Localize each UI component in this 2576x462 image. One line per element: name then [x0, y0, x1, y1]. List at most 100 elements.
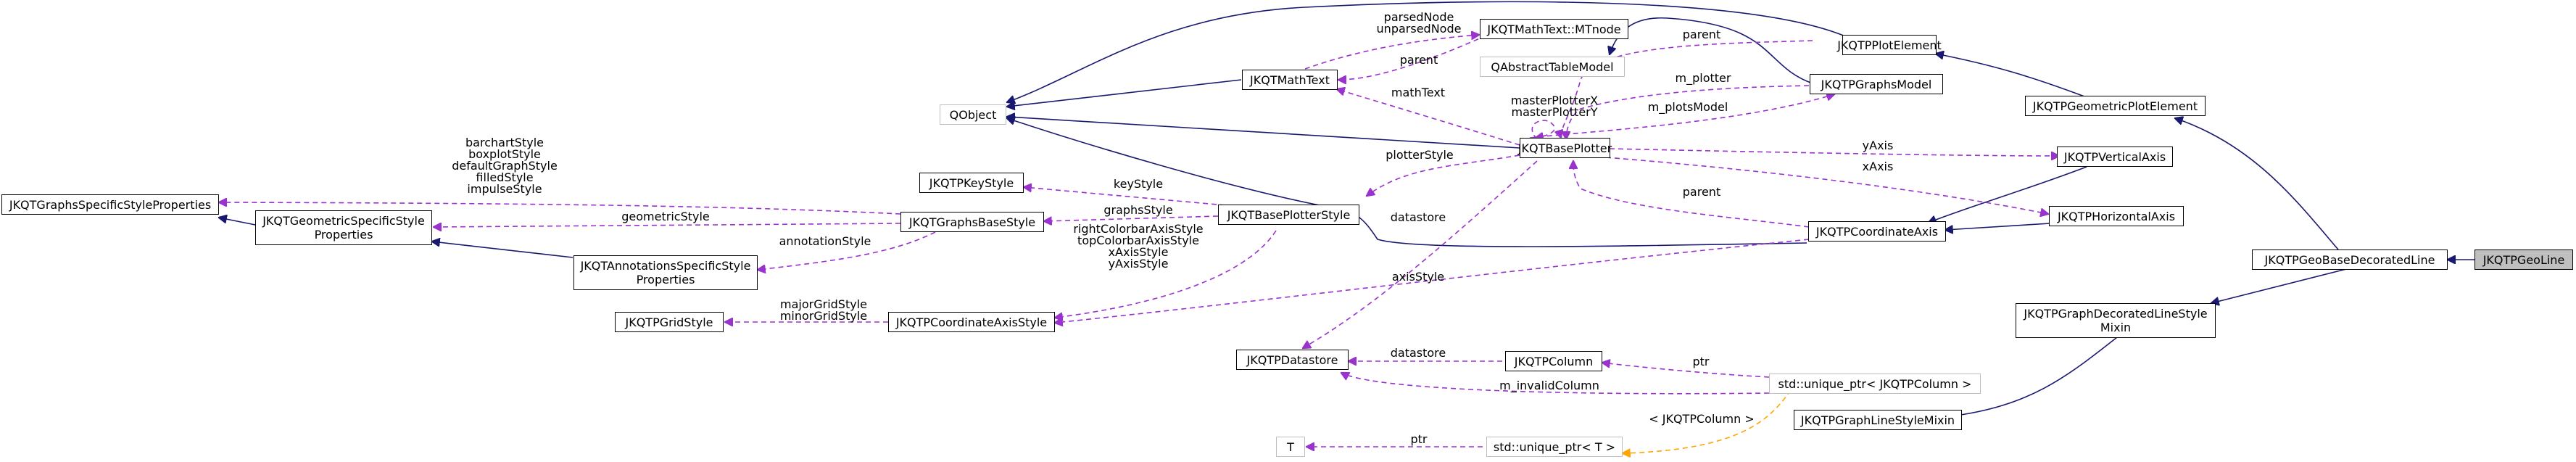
- edge-inherit-mathtext-qobject: [1007, 79, 1242, 107]
- edge-use-graphsbasestyle-geometricspecific: [434, 223, 901, 227]
- edge-use-baseplotterstyle-keystyle: [1024, 187, 1226, 206]
- edge-label-axisstyle: axisStyle: [1391, 270, 1445, 284]
- edge-inherit-geobasedecoratedline-geometricplotelement: [2175, 118, 2339, 250]
- node-datastore[interactable]: JKQTPDatastore: [1236, 350, 1349, 370]
- edge-inherit-geobasedecoratedline-graphdecoratedlinestylemixin: [2211, 268, 2350, 303]
- edge-label-keystyle: keyStyle: [1113, 177, 1164, 191]
- node-label: std::unique_ptr< T >: [1493, 440, 1616, 454]
- edge-inherit-graphdecoratedlinestylemixin-graphlinestylemixin: [1950, 337, 2118, 416]
- edge-use-uniqueptr-column: [1602, 363, 1770, 378]
- edge-template-uniqueptr: [1623, 389, 1792, 453]
- node-label: JKQTPPlotElement: [1837, 38, 1942, 52]
- node-label-line-2: Properties: [314, 228, 373, 242]
- edge-use-baseplotterstyle-graphsbasestyle: [1044, 215, 1219, 221]
- node-label: JKQTPVerticalAxis: [2063, 149, 2166, 164]
- node-label-line-1: JKQTGeometricSpecificStyle: [262, 214, 425, 228]
- node-mtnode[interactable]: JKQTMathText::MTnode: [1480, 19, 1628, 39]
- node-plotelement[interactable]: JKQTPPlotElement: [1837, 35, 1942, 55]
- edge-use-mtnode-mathtext: [1338, 35, 1487, 80]
- node-label: JKQTBasePlotterStyle: [1227, 207, 1351, 222]
- edge-use-baseplotterstyle-coordinateaxisstyle: [1055, 230, 1277, 318]
- node-label-line-1: JKQTPGraphDecoratedLineStyle: [2024, 307, 2208, 321]
- node-label: JKQTMathText::MTnode: [1487, 22, 1621, 36]
- edge-inherit-horizontalaxis-coordinateaxis: [1945, 223, 2051, 230]
- node-label: T: [1287, 440, 1294, 454]
- edge-label-datastore-column: datastore: [1390, 346, 1446, 360]
- node-label: JKQTPGraphsModel: [1821, 77, 1932, 91]
- node-coordinateaxis[interactable]: JKQTPCoordinateAxis: [1808, 221, 1946, 242]
- node-label: QAbstractTableModel: [1491, 59, 1614, 74]
- node-label: JKQTGraphsSpecificStyleProperties: [9, 197, 212, 212]
- node-label: JKQTPGraphLineStyleMixin: [1800, 413, 1955, 427]
- edge-label-xaxis: xAxis: [1862, 160, 1894, 173]
- node-geoline[interactable]: JKQTPGeoLine: [2474, 249, 2573, 270]
- node-jkqtmathtext[interactable]: JKQTMathText: [1242, 70, 1338, 90]
- edge-use-graphsbasestyle-graphsspecific: [219, 202, 901, 215]
- node-graphsmodel[interactable]: JKQTPGraphsModel: [1810, 74, 1943, 94]
- node-baseplotterstyle[interactable]: JKQTBasePlotterStyle: [1218, 205, 1359, 225]
- node-graphsspecificstyleproperties[interactable]: JKQTGraphsSpecificStyleProperties: [1, 194, 219, 215]
- edge-label-yaxis: yAxis: [1862, 139, 1894, 152]
- node-label: JKQTPColumn: [1514, 354, 1594, 368]
- node-t[interactable]: T: [1276, 437, 1305, 457]
- node-label: JKQTPKeyStyle: [929, 176, 1014, 190]
- edge-label-ptr-t: ptr: [1410, 432, 1428, 446]
- edge-use-baseplotter-horizontalaxis: [1605, 157, 2048, 214]
- edge-inherit-baseplotter-qobject: [1007, 117, 1520, 149]
- edge-label-parent-plotelement: parent: [1682, 28, 1721, 41]
- node-label: JKQTBasePlotter: [1517, 141, 1612, 155]
- edge-label-datastore-plotter: datastore: [1390, 210, 1446, 224]
- edge-inherit-annotationsspecific-geometricspecific: [432, 242, 573, 258]
- edge-use-mathtext-mtnode: [1304, 35, 1479, 70]
- node-label: JKQTPHorizontalAxis: [2057, 209, 2176, 223]
- edge-inherit-geometricspecific-graphsspecific: [219, 218, 256, 226]
- node-label: JKQTPGridStyle: [625, 315, 713, 329]
- node-column[interactable]: JKQTPColumn: [1505, 351, 1602, 371]
- node-graphlinestylemixin[interactable]: JKQTPGraphLineStyleMixin: [1794, 410, 1962, 430]
- node-label: JKQTPCoordinateAxis: [1815, 224, 1939, 239]
- node-label-line-2: Properties: [636, 273, 695, 286]
- edge-label-plotterstyle: plotterStyle: [1386, 148, 1454, 162]
- node-label: JKQTMathText: [1250, 73, 1330, 87]
- node-qabstracttablemodel[interactable]: QAbstractTableModel: [1480, 57, 1625, 77]
- node-label-line-1: JKQTAnnotationsSpecificStyle: [580, 259, 751, 273]
- edge-label-parent-coordinateaxis: parent: [1682, 185, 1721, 199]
- node-uniqueptr-t[interactable]: std::unique_ptr< T >: [1486, 437, 1623, 457]
- node-coordinateaxisstyle[interactable]: JKQTPCoordinateAxisStyle: [888, 312, 1055, 332]
- node-baseplotter[interactable]: JKQTBasePlotter: [1517, 138, 1612, 158]
- edge-label-mathtext: mathText: [1391, 86, 1446, 99]
- edge-label-geometricstyle: geometricStyle: [621, 210, 710, 223]
- node-label: JKQTPGeoLine: [2482, 252, 2565, 267]
- edge-label-graphsstyle: graphsStyle: [1103, 203, 1173, 217]
- node-uniqueptr-column[interactable]: std::unique_ptr< JKQTPColumn >: [1769, 374, 1981, 394]
- edge-inherit-coordinateaxis-qobject: [1007, 118, 1807, 247]
- node-keystyle[interactable]: JKQTPKeyStyle: [919, 173, 1024, 193]
- node-verticalaxis[interactable]: JKQTPVerticalAxis: [2057, 147, 2173, 167]
- edge-inherit-plotelement-qobject: [1007, 1, 1846, 102]
- edge-label-template-column: < JKQTPColumn >: [1649, 412, 1755, 426]
- edge-use-baseplotter-datastore: [1303, 160, 1538, 348]
- edge-use-baseplotter-self: [1531, 120, 1555, 139]
- edge-label-m-invalidcolumn: m_invalidColumn: [1499, 379, 1599, 392]
- node-qobject[interactable]: QObject: [940, 104, 1006, 125]
- node-graphsbasestyle[interactable]: JKQTGraphsBaseStyle: [900, 212, 1044, 232]
- edge-inherit-geometricplotelement-plotelement: [1936, 54, 2085, 97]
- edge-use-baseplotter-mathtext: [1337, 89, 1520, 146]
- node-gridstyle[interactable]: JKQTPGridStyle: [615, 312, 724, 332]
- edge-use-graphsbasestyle-annotationsspecific: [758, 231, 936, 270]
- edge-label-ptr-column: ptr: [1692, 355, 1710, 368]
- edge-label-annotationstyle: annotationStyle: [779, 234, 871, 248]
- edge-use-plotelement-baseplotter: [1561, 40, 1813, 138]
- node-geobasedecoratedline[interactable]: JKQTPGeoBaseDecoratedLine: [2252, 249, 2448, 270]
- node-geometricplotelement[interactable]: JKQTPGeometricPlotElement: [2025, 96, 2206, 116]
- node-label-line-2: Mixin: [2100, 321, 2132, 334]
- node-label: QObject: [949, 107, 997, 122]
- edge-label-parent-mtnode: parent: [1399, 53, 1438, 67]
- node-horizontalaxis[interactable]: JKQTPHorizontalAxis: [2049, 206, 2184, 226]
